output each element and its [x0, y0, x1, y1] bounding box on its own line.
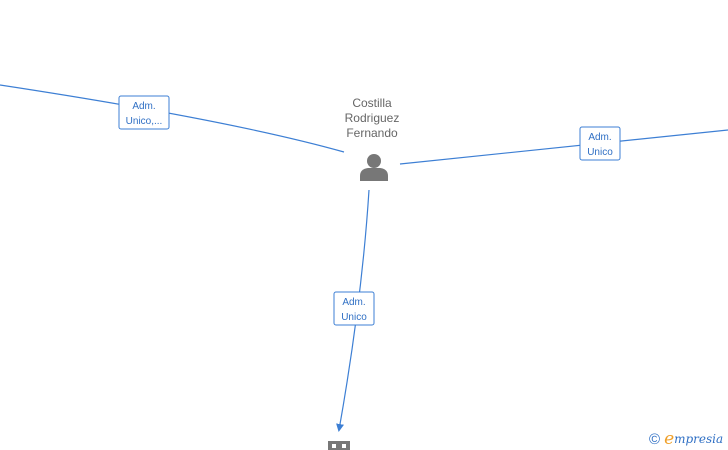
edge-label-left-line1: Adm. — [132, 101, 155, 112]
person-name-line2: Rodriguez — [344, 111, 400, 125]
person-icon[interactable] — [360, 154, 388, 181]
person-name-line1: Costilla — [352, 96, 392, 110]
brand-first-letter: e — [664, 428, 675, 449]
person-name-line3: Fernando — [346, 126, 398, 140]
brand-name: mpresia — [674, 432, 724, 446]
edge-label-down-line2: Unico — [341, 312, 367, 323]
edge-label-down-line1: Adm. — [342, 297, 365, 308]
edge-label-down[interactable]: Adm. Unico — [333, 291, 375, 326]
edge-label-left-line2: Unico,... — [126, 116, 163, 127]
edge-line-right — [399, 129, 728, 165]
building-icon[interactable] — [328, 441, 350, 450]
edge-label-right-line2: Unico — [587, 147, 613, 158]
edge-label-right-line1: Adm. — [588, 132, 611, 143]
edge-label-right[interactable]: Adm. Unico — [579, 126, 621, 161]
empresia-watermark: © e mpresia — [649, 429, 723, 449]
edge-line-left — [0, 84, 345, 153]
copyright-icon: © — [649, 430, 661, 448]
edge-label-left[interactable]: Adm. Unico,... — [118, 95, 170, 130]
person-name[interactable]: Costilla Rodriguez Fernando — [322, 96, 422, 141]
